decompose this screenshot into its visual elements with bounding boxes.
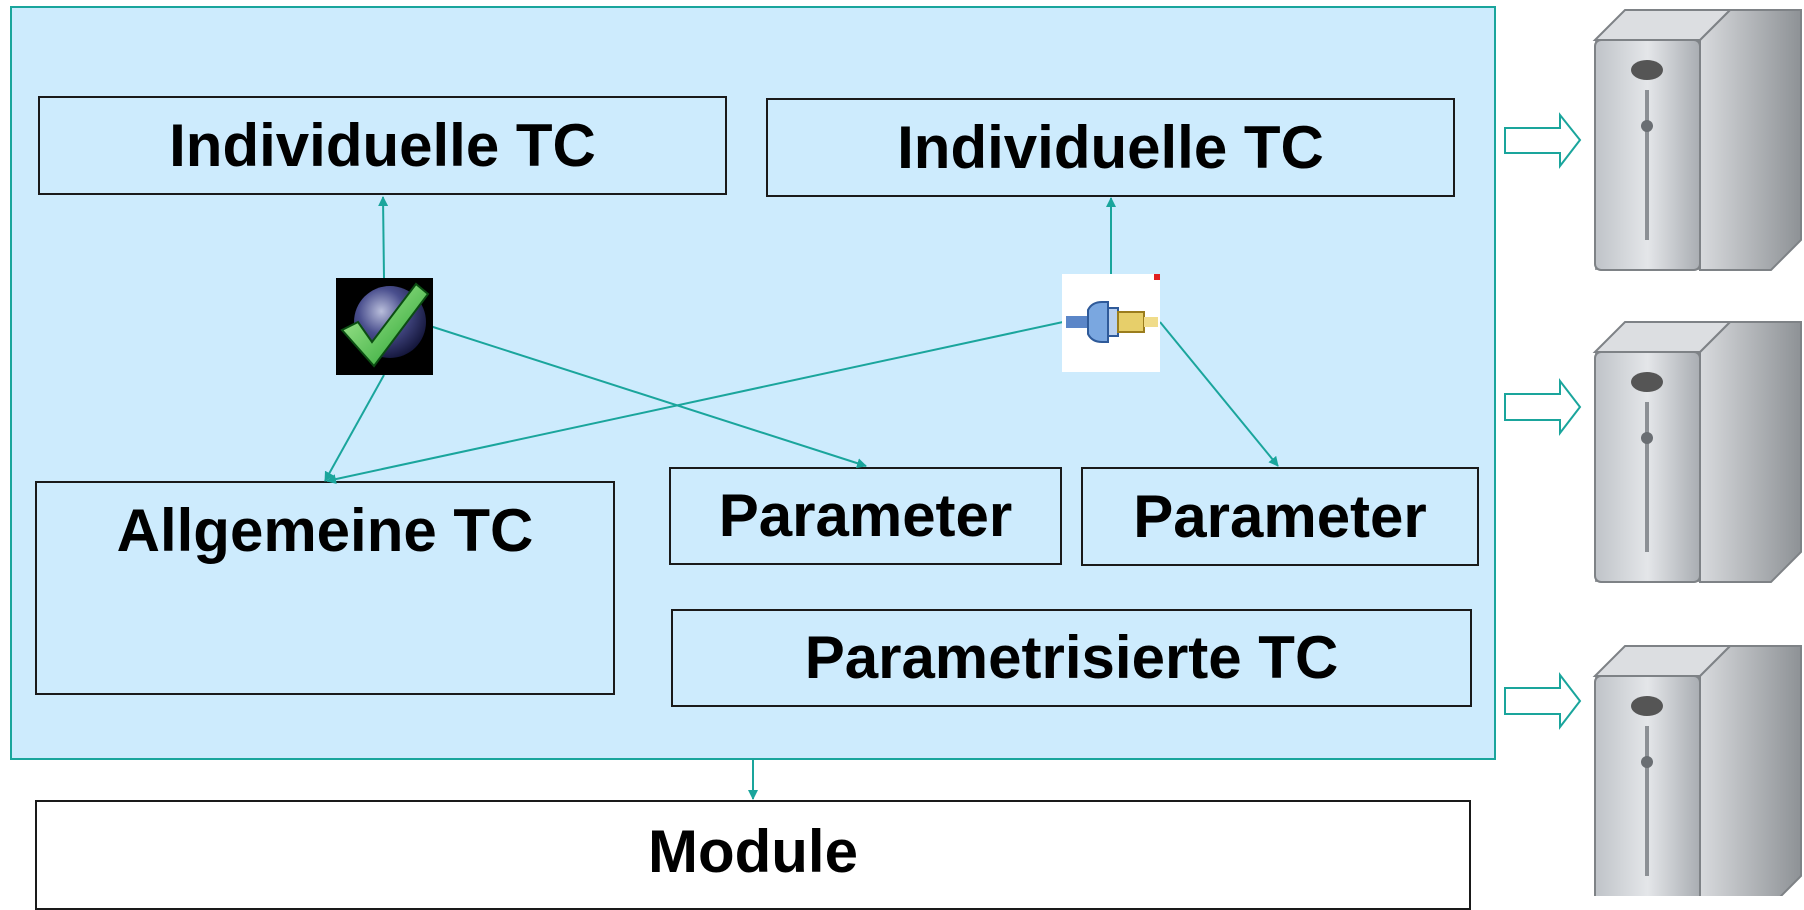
- arrow-check-to-parameter-left: [429, 325, 867, 469]
- parametrized-tc-box: Parametrisierte TC: [671, 609, 1472, 707]
- general-tc-box: Allgemeine TC: [35, 481, 615, 695]
- module-label: Module: [648, 818, 858, 885]
- server-icon: [1592, 321, 1802, 583]
- arrow-plug-to-parameter-right: [1159, 321, 1279, 467]
- parameter-box-left: Parameter: [669, 467, 1062, 565]
- block-arrow-server-2: [1504, 378, 1582, 436]
- individual-tc-label-right: Individuelle TC: [897, 113, 1324, 181]
- block-arrow-server-1: [1504, 112, 1582, 169]
- general-tc-label: Allgemeine TC: [116, 497, 534, 564]
- parameter-label-right: Parameter: [1133, 482, 1427, 550]
- arrow-check-to-individual-left: [378, 196, 389, 279]
- individual-tc-label-left: Individuelle TC: [169, 111, 596, 179]
- individual-tc-box-right: Individuelle TC: [766, 98, 1455, 197]
- parameter-label-left: Parameter: [718, 482, 1013, 549]
- plug-connector-icon: [1062, 274, 1160, 372]
- server-icon: [1592, 645, 1802, 896]
- individual-tc-box-left: Individuelle TC: [38, 96, 727, 195]
- arrow-plug-to-general: [326, 321, 1064, 484]
- arrow-check-to-general: [324, 374, 385, 482]
- parametrized-tc-label: Parametrisierte TC: [804, 624, 1339, 691]
- server-icon: [1592, 9, 1802, 271]
- parameter-box-right: Parameter: [1081, 467, 1479, 566]
- check-globe-icon: [336, 278, 433, 375]
- block-arrow-server-3: [1504, 672, 1582, 730]
